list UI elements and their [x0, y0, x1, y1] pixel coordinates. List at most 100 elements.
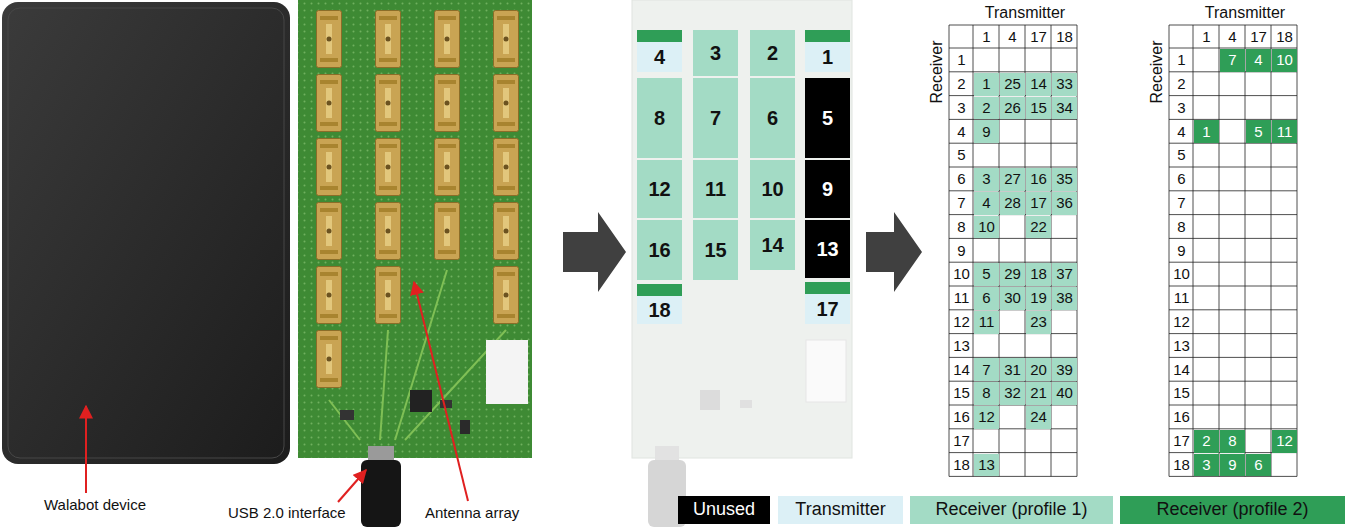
antenna-block: 5: [805, 78, 850, 158]
grid-line: [949, 333, 1077, 334]
antenna-number: 6: [767, 107, 778, 129]
grid-line: [1169, 25, 1297, 26]
table-cell: 5: [974, 263, 999, 286]
table-cell: 3: [974, 168, 999, 191]
antenna-number: 17: [816, 298, 838, 320]
table-cell: 14: [1026, 73, 1051, 96]
row-header: 12: [1170, 311, 1193, 334]
table-cell: 11: [974, 311, 999, 334]
antenna-block: 16: [637, 220, 682, 280]
table-cell: 8: [974, 382, 999, 405]
row-header: 1: [1170, 49, 1193, 72]
table-cell: 27: [1000, 168, 1025, 191]
table-cell: 33: [1052, 73, 1077, 96]
grid-line: [1169, 95, 1297, 96]
legend-swatch: Unused: [678, 496, 770, 524]
row-header: 14: [950, 358, 973, 381]
table-cell: 29: [1000, 263, 1025, 286]
row-header: 10: [950, 263, 973, 286]
grid-line: [1169, 25, 1170, 476]
table-cell: 8: [1220, 430, 1245, 453]
row-header: 4: [1170, 120, 1193, 143]
grid-line: [1271, 25, 1272, 476]
grid-line: [1169, 214, 1297, 215]
antenna-block: 6: [750, 78, 795, 158]
antenna-block: 3: [693, 30, 738, 76]
table-cell: 31: [1000, 358, 1025, 381]
antenna-block: 12: [637, 160, 682, 218]
table-cell: 7: [1220, 49, 1245, 72]
row-header: 11: [1170, 287, 1193, 310]
table-cell: 34: [1052, 97, 1077, 120]
row-header: 6: [1170, 168, 1193, 191]
table-cell: 1: [1194, 120, 1219, 143]
faded-board: [632, 0, 852, 527]
table-cell: 32: [1000, 382, 1025, 405]
table-cell: 39: [1052, 358, 1077, 381]
antenna-number: 1: [822, 46, 833, 68]
table-cell: 15: [1026, 97, 1051, 120]
row-header: 8: [950, 216, 973, 239]
table-cell: 13: [974, 454, 999, 477]
row-header: 5: [950, 144, 973, 167]
row-header: 13: [950, 335, 973, 358]
column-header: 18: [1052, 26, 1077, 48]
row-header: 7: [950, 192, 973, 215]
row-header: 16: [950, 406, 973, 429]
row-header: 2: [1170, 73, 1193, 96]
table-cell: 10: [1272, 49, 1297, 72]
row-header: 5: [1170, 144, 1193, 167]
table-cell: 2: [974, 97, 999, 120]
antenna-block: 13: [805, 220, 850, 278]
row-header: 16: [1170, 406, 1193, 429]
row-header: 3: [950, 97, 973, 120]
table-cell: 11: [1272, 120, 1297, 143]
row-header: 9: [950, 239, 973, 262]
legend-text: Receiver (profile 1): [935, 500, 1087, 520]
antenna-block: 1: [805, 30, 850, 72]
grid-line: [1169, 190, 1297, 191]
grid-line: [1193, 25, 1194, 476]
row-header: 9: [1170, 239, 1193, 262]
row-header: 15: [1170, 382, 1193, 405]
antenna-number: 4: [654, 46, 665, 68]
table-cell: 16: [1026, 168, 1051, 191]
part-label: USB 2.0 interface: [228, 505, 346, 522]
grid-lines: [949, 25, 1077, 476]
table-cell: 12: [974, 406, 999, 429]
table-cell: 5: [1246, 120, 1271, 143]
antenna-number: 8: [654, 107, 665, 129]
table-cell: 10: [974, 216, 999, 239]
antenna-number: 13: [816, 238, 838, 260]
row-header: 17: [950, 430, 973, 453]
antenna-block: 18: [637, 284, 682, 324]
walabot-device: [2, 2, 290, 464]
grid-line: [949, 25, 1077, 26]
antenna-block: 15: [693, 220, 738, 280]
grid-line: [949, 428, 1077, 429]
legend-text: Receiver (profile 2): [1156, 500, 1308, 520]
antenna-block: 4: [637, 30, 682, 72]
axis-title: Transmitter: [985, 4, 1065, 22]
grid-line: [1169, 381, 1297, 382]
table-cell: 37: [1052, 263, 1077, 286]
table-cell: 3: [1194, 454, 1219, 477]
row-header: 12: [950, 311, 973, 334]
grid-line: [949, 238, 1077, 239]
grid-line: [1169, 309, 1297, 310]
column-header: 17: [1026, 26, 1051, 48]
column-header: 18: [1272, 26, 1297, 48]
table-cell: 20: [1026, 358, 1051, 381]
antenna-block: 17: [805, 282, 850, 324]
grid-line: [949, 143, 1077, 144]
table-cell: 18: [1026, 263, 1051, 286]
usb-cable: [361, 446, 401, 527]
table-cell: 19: [1026, 287, 1051, 310]
antenna-number: 18: [648, 299, 670, 321]
column-header: 1: [1194, 26, 1219, 48]
legend-swatch: Receiver (profile 2): [1120, 496, 1345, 524]
grid-lines: [1169, 25, 1297, 476]
axis-title: Transmitter: [1205, 4, 1285, 22]
grid-line: [1169, 167, 1297, 168]
antenna-number: 11: [705, 178, 726, 200]
